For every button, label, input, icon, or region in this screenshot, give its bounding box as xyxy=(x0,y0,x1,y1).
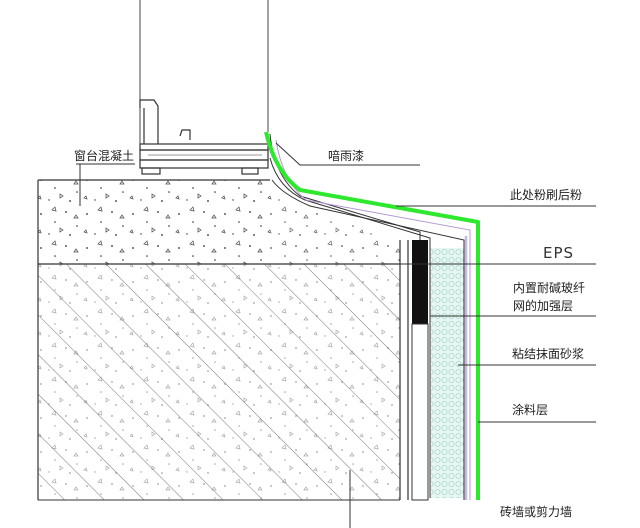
sealing-strip xyxy=(411,240,429,501)
wall-edge-lines xyxy=(399,240,409,500)
finish-coating-line xyxy=(264,131,480,500)
window-frame-profile xyxy=(139,99,269,175)
labels: 窗台混凝土 喑雨漆 此处粉刷后粉 EPS 内置耐碱玻纤 网的加强层 粘结抹面砂浆… xyxy=(74,148,585,519)
label-coating-layer: 涂料层 xyxy=(512,402,548,417)
brick-or-shear-wall xyxy=(37,180,400,501)
label-drip-paint: 喑雨漆 xyxy=(328,148,364,163)
label-brick-wall: 砖墙或剪力墙 xyxy=(500,504,572,519)
eps-insulation-board xyxy=(429,248,464,498)
leader-lines xyxy=(76,142,596,528)
label-eps: EPS xyxy=(543,244,574,262)
label-mesh-layer-2: 网的加强层 xyxy=(513,298,573,313)
window-opening xyxy=(139,0,269,148)
label-mesh-layer-1: 内置耐碱玻纤 xyxy=(513,281,585,295)
label-post-powder: 此处粉刷后粉 xyxy=(510,188,582,202)
sill-concrete-block xyxy=(38,179,400,264)
label-bond-mortar: 粘结抹面砂浆 xyxy=(512,346,584,361)
label-sill-concrete: 窗台混凝土 xyxy=(74,148,134,163)
